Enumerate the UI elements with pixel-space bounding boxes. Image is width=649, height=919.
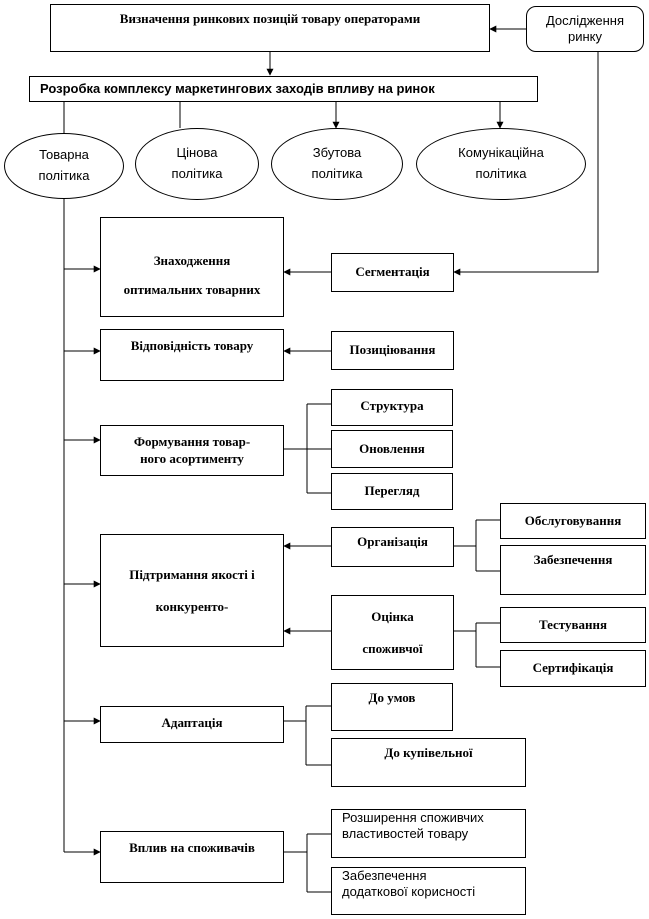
market-research-box: Дослідження ринку (526, 6, 644, 52)
policy-communication: Комунікаційна політика (416, 128, 586, 200)
consumer-properties-expansion-box: Розширення споживчих властивостей товару (331, 809, 526, 858)
policy-product: Товарна політика (4, 133, 124, 199)
quality-support-box: Підтримання якості і конкуренто- (100, 534, 284, 647)
segmentation-box: Сегментація (331, 253, 454, 292)
policy-price: Цінова політика (135, 128, 259, 200)
provision-box: Забезпечення (500, 545, 646, 595)
positioning-box: Позиціювання (331, 331, 454, 370)
policy-sales: Збутова політика (271, 128, 403, 200)
to-purchasing-box: До купівельної (331, 738, 526, 787)
consumer-assessment-box: Оцінка споживчої (331, 595, 454, 670)
research-to-segmentation-arrow (453, 52, 599, 276)
certification-box: Сертифікація (500, 650, 646, 687)
structure-box: Структура (331, 389, 453, 426)
organization-box: Організація (331, 527, 454, 567)
to-conditions-box: До умов (331, 683, 453, 731)
consumer-influence-box: Вплив на споживачів (100, 831, 284, 883)
review-box: Перегляд (331, 473, 453, 510)
product-conformity-box: Відповідність товару (100, 329, 284, 381)
finding-optimal-box: Знаходження оптимальних товарних (100, 217, 284, 317)
renewal-box: Оновлення (331, 430, 453, 468)
testing-box: Тестування (500, 607, 646, 643)
adaptation-box: Адаптація (100, 706, 284, 743)
marketing-complex-box: Розробка комплексу маркетингових заходів… (29, 76, 538, 102)
assortment-box: Формування товар- ного асортименту (100, 425, 284, 476)
operators-positions-box: Визначення ринкових позицій товару опера… (50, 4, 490, 52)
service-box: Обслуговування (500, 503, 646, 539)
additional-utility-box: Забезпечення додаткової корисності (331, 867, 526, 915)
